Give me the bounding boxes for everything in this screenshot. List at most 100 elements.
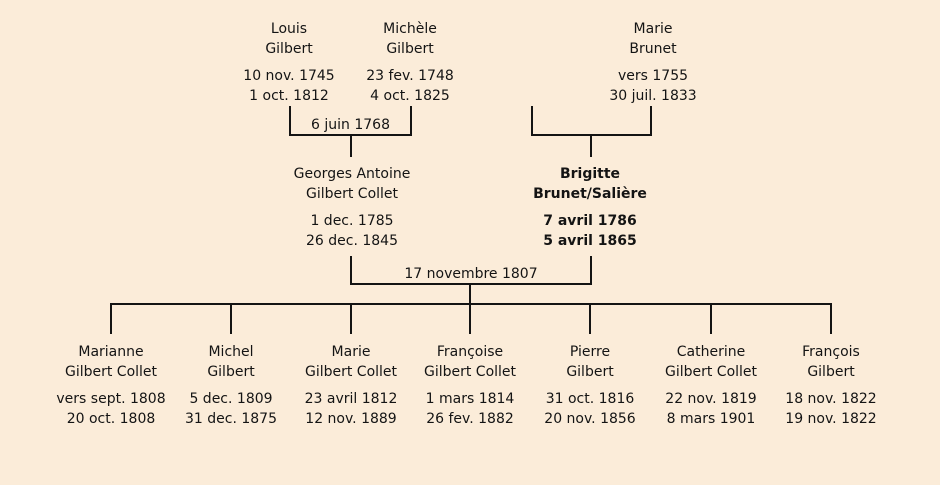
person-pierre-gilbert: Pierre Gilbert 31 oct. 1816 20 nov. 1856: [531, 342, 649, 429]
name-line-2: Brunet: [629, 41, 677, 57]
birth-date: 23 fev. 1748: [366, 68, 454, 84]
death-date: 8 mars 1901: [666, 411, 756, 427]
connector-louis-michele-to-georges: [350, 135, 352, 157]
person-name: Brigitte Brunet/Salière: [510, 164, 670, 204]
name-line-2: Gilbert: [566, 364, 614, 380]
birth-date: 1 dec. 1785: [310, 213, 394, 229]
person-dates: 10 nov. 1745 1 oct. 1812: [209, 66, 369, 106]
name-line-1: Georges Antoine: [293, 166, 411, 182]
union-bracket-marie-brunet: [531, 106, 652, 136]
name-line-1: Brigitte: [559, 166, 621, 182]
name-line-1: Michel: [208, 344, 254, 360]
person-name: Michèle Gilbert: [330, 19, 490, 59]
birth-date: 31 oct. 1816: [545, 391, 635, 407]
birth-date: 22 nov. 1819: [665, 391, 757, 407]
person-dates: 7 avril 1786 5 avril 1865: [510, 211, 670, 251]
name-line-1: Marie: [633, 21, 673, 37]
person-catherine-gilbert-collet: Catherine Gilbert Collet 22 nov. 1819 8 …: [652, 342, 770, 429]
birth-date: 5 dec. 1809: [189, 391, 273, 407]
name-line-2: Gilbert Collet: [664, 364, 758, 380]
name-line-2: Gilbert: [386, 41, 434, 57]
person-name: Louis Gilbert: [209, 19, 369, 59]
person-dates: 18 nov. 1822 19 nov. 1822: [772, 389, 890, 429]
person-marie-brunet: Marie Brunet vers 1755 30 juil. 1833: [573, 19, 733, 106]
birth-date: 10 nov. 1745: [243, 68, 335, 84]
sibling-drop-catherine: [710, 303, 712, 334]
person-francoise-gilbert-collet: Françoise Gilbert Collet 1 mars 1814 26 …: [411, 342, 529, 429]
death-date: 5 avril 1865: [543, 233, 637, 249]
person-name: Marie Gilbert Collet: [292, 342, 410, 382]
name-line-1: Marianne: [78, 344, 144, 360]
name-line-1: Michèle: [383, 21, 437, 37]
name-line-2: Brunet/Salière: [533, 186, 647, 202]
person-francois-gilbert: François Gilbert 18 nov. 1822 19 nov. 18…: [772, 342, 890, 429]
name-line-2: Gilbert: [265, 41, 313, 57]
sibling-drop-marie: [350, 303, 352, 334]
person-dates: 22 nov. 1819 8 mars 1901: [652, 389, 770, 429]
name-line-2: Gilbert Collet: [304, 364, 398, 380]
marriage-date-label: 17 novembre 1807: [404, 266, 538, 282]
sibling-drop-pierre: [589, 303, 591, 334]
person-dates: 31 oct. 1816 20 nov. 1856: [531, 389, 649, 429]
person-dates: vers 1755 30 juil. 1833: [573, 66, 733, 106]
person-name: Georges Antoine Gilbert Collet: [272, 164, 432, 204]
person-name: Michel Gilbert: [172, 342, 290, 382]
person-michel-gilbert: Michel Gilbert 5 dec. 1809 31 dec. 1875: [172, 342, 290, 429]
name-line-2: Gilbert Collet: [423, 364, 517, 380]
name-line-1: Catherine: [676, 344, 746, 360]
person-marianne-gilbert-collet: Marianne Gilbert Collet vers sept. 1808 …: [52, 342, 170, 429]
birth-date: 23 avril 1812: [304, 391, 398, 407]
death-date: 26 dec. 1845: [306, 233, 398, 249]
birth-date: 7 avril 1786: [543, 213, 637, 229]
death-date: 1 oct. 1812: [249, 88, 329, 104]
person-name: François Gilbert: [772, 342, 890, 382]
person-brigitte-brunet-saliere: Brigitte Brunet/Salière 7 avril 1786 5 a…: [510, 164, 670, 251]
sibling-drop-francoise: [469, 303, 471, 334]
death-date: 26 fev. 1882: [426, 411, 514, 427]
person-louis-gilbert: Louis Gilbert 10 nov. 1745 1 oct. 1812: [209, 19, 369, 106]
connector-marriage-to-sibling-rail: [469, 284, 471, 304]
name-line-1: Louis: [270, 21, 308, 37]
birth-date: 1 mars 1814: [425, 391, 515, 407]
person-marie-gilbert-collet: Marie Gilbert Collet 23 avril 1812 12 no…: [292, 342, 410, 429]
birth-date: vers sept. 1808: [56, 391, 166, 407]
name-line-2: Gilbert Collet: [64, 364, 158, 380]
person-michele-gilbert: Michèle Gilbert 23 fev. 1748 4 oct. 1825: [330, 19, 490, 106]
sibling-drop-marianne: [110, 303, 112, 334]
person-dates: 1 dec. 1785 26 dec. 1845: [272, 211, 432, 251]
name-line-2: Gilbert: [807, 364, 855, 380]
name-line-2: Gilbert: [207, 364, 255, 380]
death-date: 20 oct. 1808: [66, 411, 156, 427]
name-line-1: Françoise: [436, 344, 504, 360]
death-date: 31 dec. 1875: [185, 411, 277, 427]
person-dates: 1 mars 1814 26 fev. 1882: [411, 389, 529, 429]
death-date: 19 nov. 1822: [785, 411, 877, 427]
person-dates: 23 avril 1812 12 nov. 1889: [292, 389, 410, 429]
person-dates: vers sept. 1808 20 oct. 1808: [52, 389, 170, 429]
name-line-1: Pierre: [569, 344, 611, 360]
death-date: 20 nov. 1856: [544, 411, 636, 427]
death-date: 4 oct. 1825: [370, 88, 450, 104]
death-date: 12 nov. 1889: [305, 411, 397, 427]
person-georges-antoine-gilbert-collet: Georges Antoine Gilbert Collet 1 dec. 17…: [272, 164, 432, 251]
person-name: Pierre Gilbert: [531, 342, 649, 382]
death-date: 30 juil. 1833: [609, 88, 697, 104]
birth-date: vers 1755: [617, 68, 689, 84]
marriage-date-label: 6 juin 1768: [311, 117, 390, 133]
connector-marie-to-brigitte: [590, 135, 592, 157]
sibling-drop-francois: [830, 303, 832, 334]
person-name: Marianne Gilbert Collet: [52, 342, 170, 382]
person-name: Catherine Gilbert Collet: [652, 342, 770, 382]
birth-date: 18 nov. 1822: [785, 391, 877, 407]
person-dates: 23 fev. 1748 4 oct. 1825: [330, 66, 490, 106]
marriage-bracket-louis-michele: 6 juin 1768: [289, 106, 412, 136]
person-name: Marie Brunet: [573, 19, 733, 59]
sibling-rail: [110, 303, 832, 305]
person-dates: 5 dec. 1809 31 dec. 1875: [172, 389, 290, 429]
name-line-1: Marie: [331, 344, 371, 360]
name-line-2: Gilbert Collet: [305, 186, 399, 202]
sibling-drop-michel: [230, 303, 232, 334]
marriage-bracket-georges-brigitte: 17 novembre 1807: [350, 256, 592, 285]
name-line-1: François: [802, 344, 860, 360]
